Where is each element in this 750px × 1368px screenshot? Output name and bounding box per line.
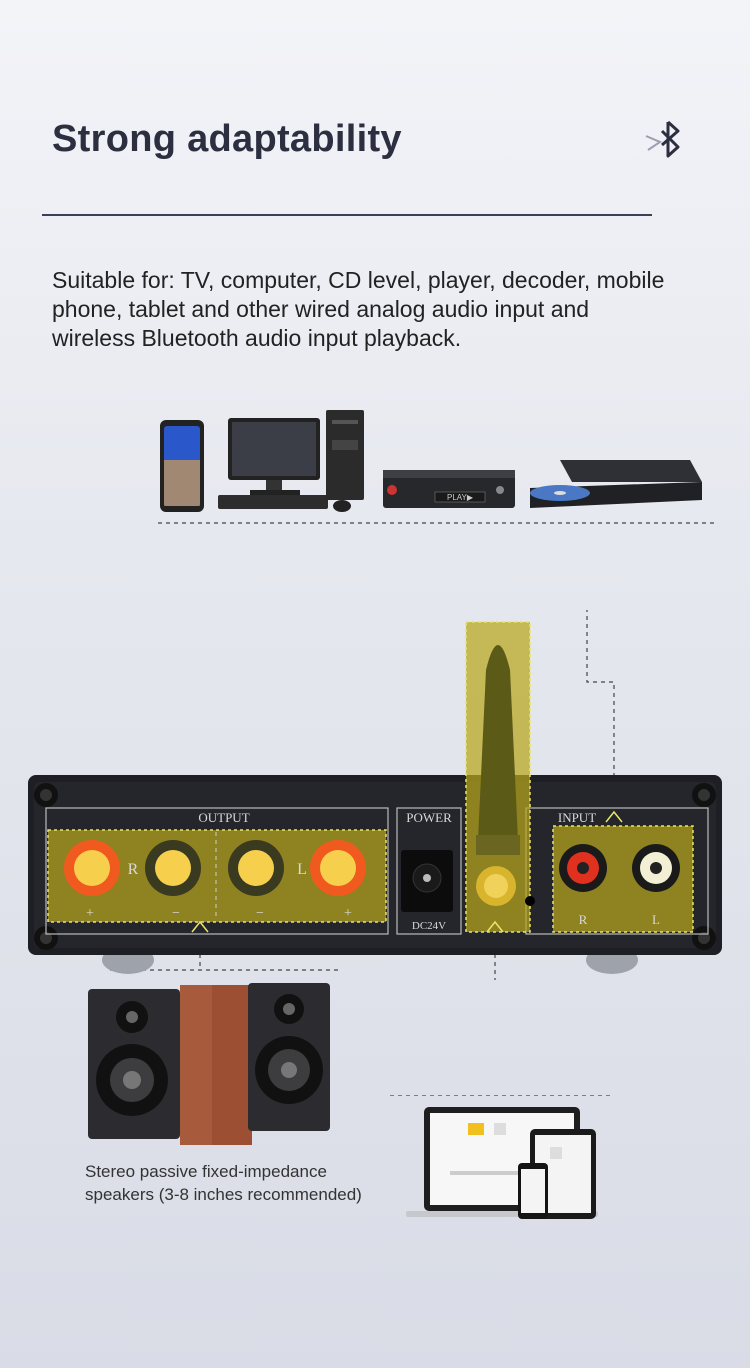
title-divider [42,214,652,216]
disc-player-image [530,460,702,508]
output-l-plus-label: + [344,906,352,921]
output-r-label: R [128,861,139,878]
speakers-image [88,983,330,1145]
speakers-caption-line1: Stereo passive fixed-impedance [85,1162,327,1181]
output-r-plus-label: + [86,906,94,921]
power-label: POWER [406,810,452,825]
speaker-left [88,985,212,1145]
speaker-right [212,983,330,1145]
cd-player-image: PLAY▶ [383,470,515,508]
output-r-minus-label: − [172,906,180,921]
bluetooth-icon [645,120,680,158]
speakers-caption-line2: speakers (3-8 inches recommended) [85,1185,362,1204]
source-devices-illustration: PLAY▶ [158,410,716,524]
page-title: Strong adaptability [52,118,402,160]
output-l-minus-label: − [256,906,264,921]
input-l-label: L [652,912,660,927]
input-r-label: R [579,912,588,927]
desktop-computer-image [218,410,364,512]
amplifier-rear-panel: OUTPUT POWER INPUT R L + − − + DC24V R L [28,610,722,980]
mobile-phone-image [160,420,204,512]
dc-voltage-label: DC24V [412,920,446,932]
output-l-label: L [297,861,307,878]
bluetooth-devices-illustration [390,1095,610,1219]
speaker-terminal-r-minus[interactable] [155,850,191,886]
output-label: OUTPUT [198,810,249,825]
description-text: Suitable for: TV, computer, CD level, pl… [52,267,665,351]
cd-player-play-label: PLAY▶ [447,493,474,502]
speaker-terminal-l-minus[interactable] [238,850,274,886]
smartphone-image [518,1163,548,1219]
speakers-caption: Stereo passive fixed-impedance speakers … [85,1160,362,1206]
input-connector-line [586,610,615,800]
input-label: INPUT [558,810,596,825]
